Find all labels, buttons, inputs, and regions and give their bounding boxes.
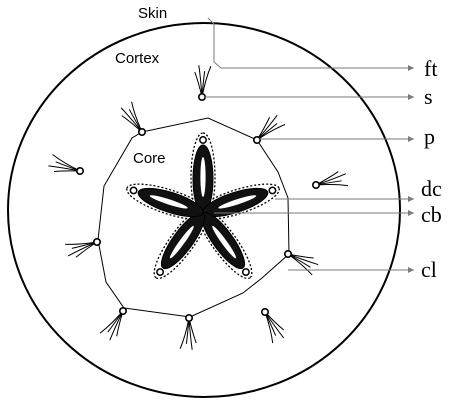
carpel-bundle-dot-1 — [199, 136, 207, 144]
cortex-label: Cortex — [115, 50, 160, 67]
leader-dc-arrowhead — [408, 196, 414, 202]
vascular-bundle-group — [48, 65, 349, 350]
dc-outline-3 — [195, 205, 253, 280]
core-label: Core — [133, 150, 166, 167]
dc-outline-4 — [153, 205, 211, 280]
callout-cl: cl — [421, 257, 437, 282]
callout-s: s — [424, 84, 433, 109]
leader-cl-arrowhead — [408, 267, 414, 273]
carpel-group — [137, 144, 269, 270]
carpel-bundle-dot-3 — [241, 268, 250, 277]
vascular-bundle-dot-6 — [93, 238, 102, 247]
vascular-bundle-dot-9 — [185, 313, 194, 322]
carpel-bundle-dot-2 — [268, 186, 277, 195]
vascular-bundle-dot-2 — [138, 128, 147, 137]
leader-cb-arrowhead — [408, 210, 414, 216]
callout-dc: dc — [421, 176, 442, 201]
leader-p-arrowhead — [408, 136, 414, 142]
fibre-tuft-strand — [256, 114, 278, 141]
carpel-locule-2 — [218, 195, 257, 209]
core-boundary-polygon — [97, 117, 290, 318]
fibre-tuft-strand — [264, 311, 285, 339]
carpel-locule-5 — [149, 195, 188, 209]
skin-label: Skin — [138, 5, 167, 22]
carpel-locule-3 — [212, 225, 237, 259]
dc-outline-5 — [126, 183, 212, 221]
leader-line-group — [205, 17, 414, 273]
carpel-locule-4 — [169, 225, 194, 259]
dc-outline-1 — [190, 132, 216, 222]
fibre-tuft-strand — [315, 173, 347, 186]
vascular-bundle-dot-7 — [283, 250, 292, 259]
vascular-bundle-dot-3 — [253, 136, 262, 145]
leader-ft-arrowhead — [408, 65, 414, 71]
vascular-bundle-dot-10 — [260, 307, 269, 316]
carpel-bundle-group — [129, 136, 277, 277]
vascular-bundle-dot-5 — [311, 181, 320, 190]
carpel-bundle-dot-4 — [156, 268, 165, 277]
callout-cb: cb — [421, 202, 442, 227]
carpel-locule-1 — [200, 157, 206, 197]
skin-bracket — [207, 17, 222, 69]
fibre-tuft-strand — [120, 107, 143, 133]
carpel-bundle-dot-5 — [129, 186, 138, 195]
dc-outline-2 — [194, 183, 280, 221]
leader-s-arrowhead — [408, 94, 414, 100]
vascular-bundle-dot-1 — [198, 93, 207, 102]
callout-ft: ft — [424, 56, 437, 81]
vascular-bundle-dot-8 — [119, 306, 128, 315]
outer-skin-circle — [7, 22, 401, 398]
callout-p: p — [424, 124, 435, 149]
fibre-tuft-strand — [315, 183, 349, 187]
vascular-bundle-dot-4 — [76, 167, 85, 176]
dc-outline-group — [126, 132, 280, 280]
